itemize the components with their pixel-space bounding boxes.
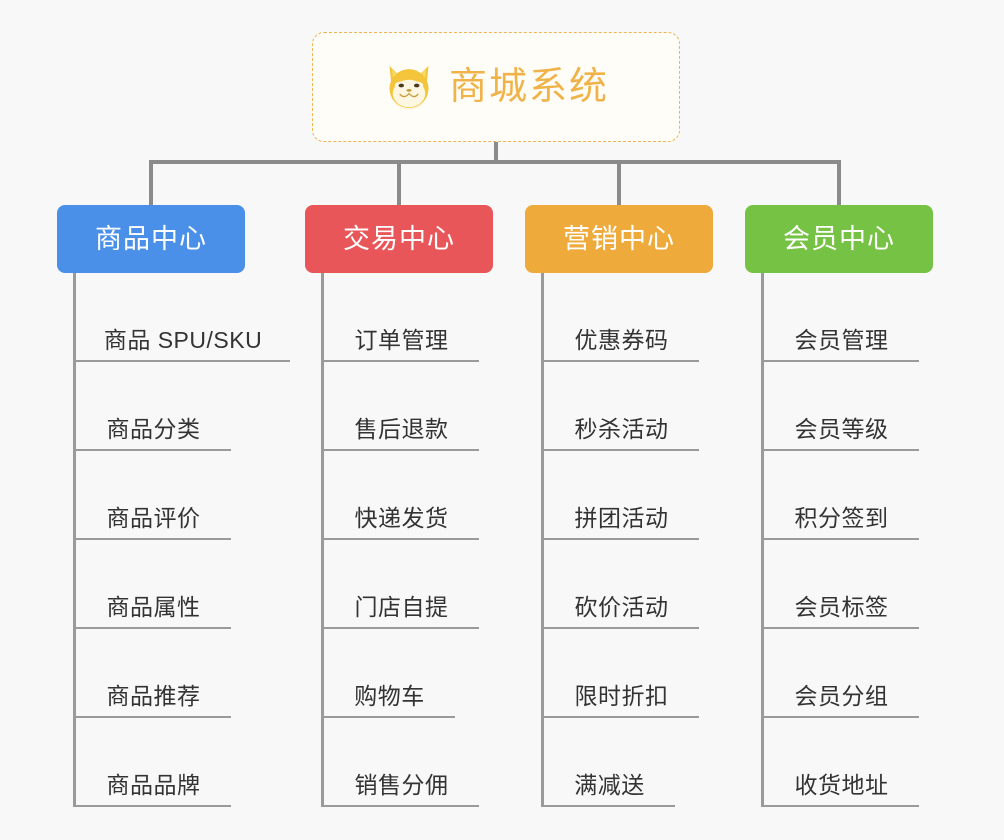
- leaf-item[interactable]: 快递发货: [324, 451, 479, 540]
- leaf-item[interactable]: 商品评价: [76, 451, 231, 540]
- leaf-label: 砍价活动: [574, 594, 669, 620]
- leaf-item[interactable]: 会员等级: [764, 362, 919, 451]
- leaf-item[interactable]: 会员标签: [764, 540, 919, 629]
- leaf-item[interactable]: 砍价活动: [544, 540, 699, 629]
- drop-connector-3: [617, 160, 621, 205]
- leaf-item[interactable]: 售后退款: [324, 362, 479, 451]
- category-label: 营销中心: [563, 223, 675, 254]
- leaf-list: 订单管理 售后退款 快递发货 门店自提 购物车 销售分佣: [321, 273, 493, 807]
- branch-column-member-center: 会员中心 会员管理 会员等级 积分签到 会员标签 会员分组 收货地址: [745, 205, 933, 807]
- leaf-label: 门店自提: [354, 594, 449, 620]
- leaf-label: 收货地址: [794, 772, 889, 798]
- leaf-item[interactable]: 满减送: [544, 718, 675, 807]
- leaf-label: 会员管理: [794, 327, 889, 353]
- leaf-label: 商品分类: [106, 416, 201, 442]
- shiba-dog-icon: [389, 65, 429, 110]
- leaf-label: 限时折扣: [574, 683, 669, 709]
- leaf-item[interactable]: 销售分佣: [324, 718, 479, 807]
- leaf-label: 优惠券码: [574, 327, 669, 353]
- leaf-item[interactable]: 优惠券码: [544, 273, 699, 362]
- category-label: 交易中心: [343, 223, 455, 254]
- leaf-label: 会员标签: [794, 594, 889, 620]
- drop-connector-1: [149, 160, 153, 205]
- branch-column-marketing-center: 营销中心 优惠券码 秒杀活动 拼团活动 砍价活动 限时折扣 满减送: [525, 205, 713, 807]
- category-header-marketing-center[interactable]: 营销中心: [525, 205, 713, 273]
- category-label: 会员中心: [783, 223, 895, 254]
- leaf-label: 快递发货: [354, 505, 449, 531]
- leaf-item[interactable]: 拼团活动: [544, 451, 699, 540]
- leaf-label: 销售分佣: [354, 772, 449, 798]
- leaf-item[interactable]: 商品分类: [76, 362, 231, 451]
- leaf-item[interactable]: 限时折扣: [544, 629, 699, 718]
- branch-column-product-center: 商品中心 商品 SPU/SKU 商品分类 商品评价 商品属性 商品推荐 商品品牌: [57, 205, 290, 807]
- leaf-list: 优惠券码 秒杀活动 拼团活动 砍价活动 限时折扣 满减送: [541, 273, 713, 807]
- category-header-product-center[interactable]: 商品中心: [57, 205, 245, 273]
- leaf-label: 秒杀活动: [574, 416, 669, 442]
- leaf-list: 会员管理 会员等级 积分签到 会员标签 会员分组 收货地址: [761, 273, 933, 807]
- leaf-label: 商品属性: [106, 594, 201, 620]
- leaf-item[interactable]: 秒杀活动: [544, 362, 699, 451]
- leaf-item[interactable]: 门店自提: [324, 540, 479, 629]
- leaf-label: 商品品牌: [106, 772, 201, 798]
- leaf-list: 商品 SPU/SKU 商品分类 商品评价 商品属性 商品推荐 商品品牌: [73, 273, 290, 807]
- root-title: 商城系统: [448, 66, 609, 108]
- leaf-item[interactable]: 会员分组: [764, 629, 919, 718]
- leaf-label: 商品 SPU/SKU: [103, 327, 263, 353]
- leaf-item[interactable]: 会员管理: [764, 273, 919, 362]
- leaf-label: 商品推荐: [106, 683, 201, 709]
- leaf-label: 会员等级: [794, 416, 889, 442]
- leaf-item[interactable]: 购物车: [324, 629, 455, 718]
- leaf-item[interactable]: 积分签到: [764, 451, 919, 540]
- root-node[interactable]: 商城系统: [312, 32, 680, 142]
- leaf-label: 售后退款: [354, 416, 449, 442]
- branch-column-trade-center: 交易中心 订单管理 售后退款 快递发货 门店自提 购物车 销售分佣: [305, 205, 493, 807]
- horizontal-bus-connector: [149, 160, 841, 164]
- leaf-label: 积分签到: [794, 505, 889, 531]
- leaf-label: 购物车: [354, 683, 425, 709]
- leaf-label: 订单管理: [354, 327, 449, 353]
- leaf-label: 会员分组: [794, 683, 889, 709]
- category-header-member-center[interactable]: 会员中心: [745, 205, 933, 273]
- category-label: 商品中心: [95, 223, 207, 254]
- leaf-item[interactable]: 商品 SPU/SKU: [76, 273, 290, 362]
- drop-connector-2: [397, 160, 401, 205]
- category-header-trade-center[interactable]: 交易中心: [305, 205, 493, 273]
- leaf-item[interactable]: 收货地址: [764, 718, 919, 807]
- leaf-item[interactable]: 商品品牌: [76, 718, 231, 807]
- leaf-label: 商品评价: [106, 505, 201, 531]
- root-stem-connector: [494, 142, 498, 164]
- drop-connector-4: [837, 160, 841, 205]
- leaf-label: 拼团活动: [574, 505, 669, 531]
- leaf-item[interactable]: 订单管理: [324, 273, 479, 362]
- leaf-item[interactable]: 商品推荐: [76, 629, 231, 718]
- leaf-label: 满减送: [574, 772, 645, 798]
- leaf-item[interactable]: 商品属性: [76, 540, 231, 629]
